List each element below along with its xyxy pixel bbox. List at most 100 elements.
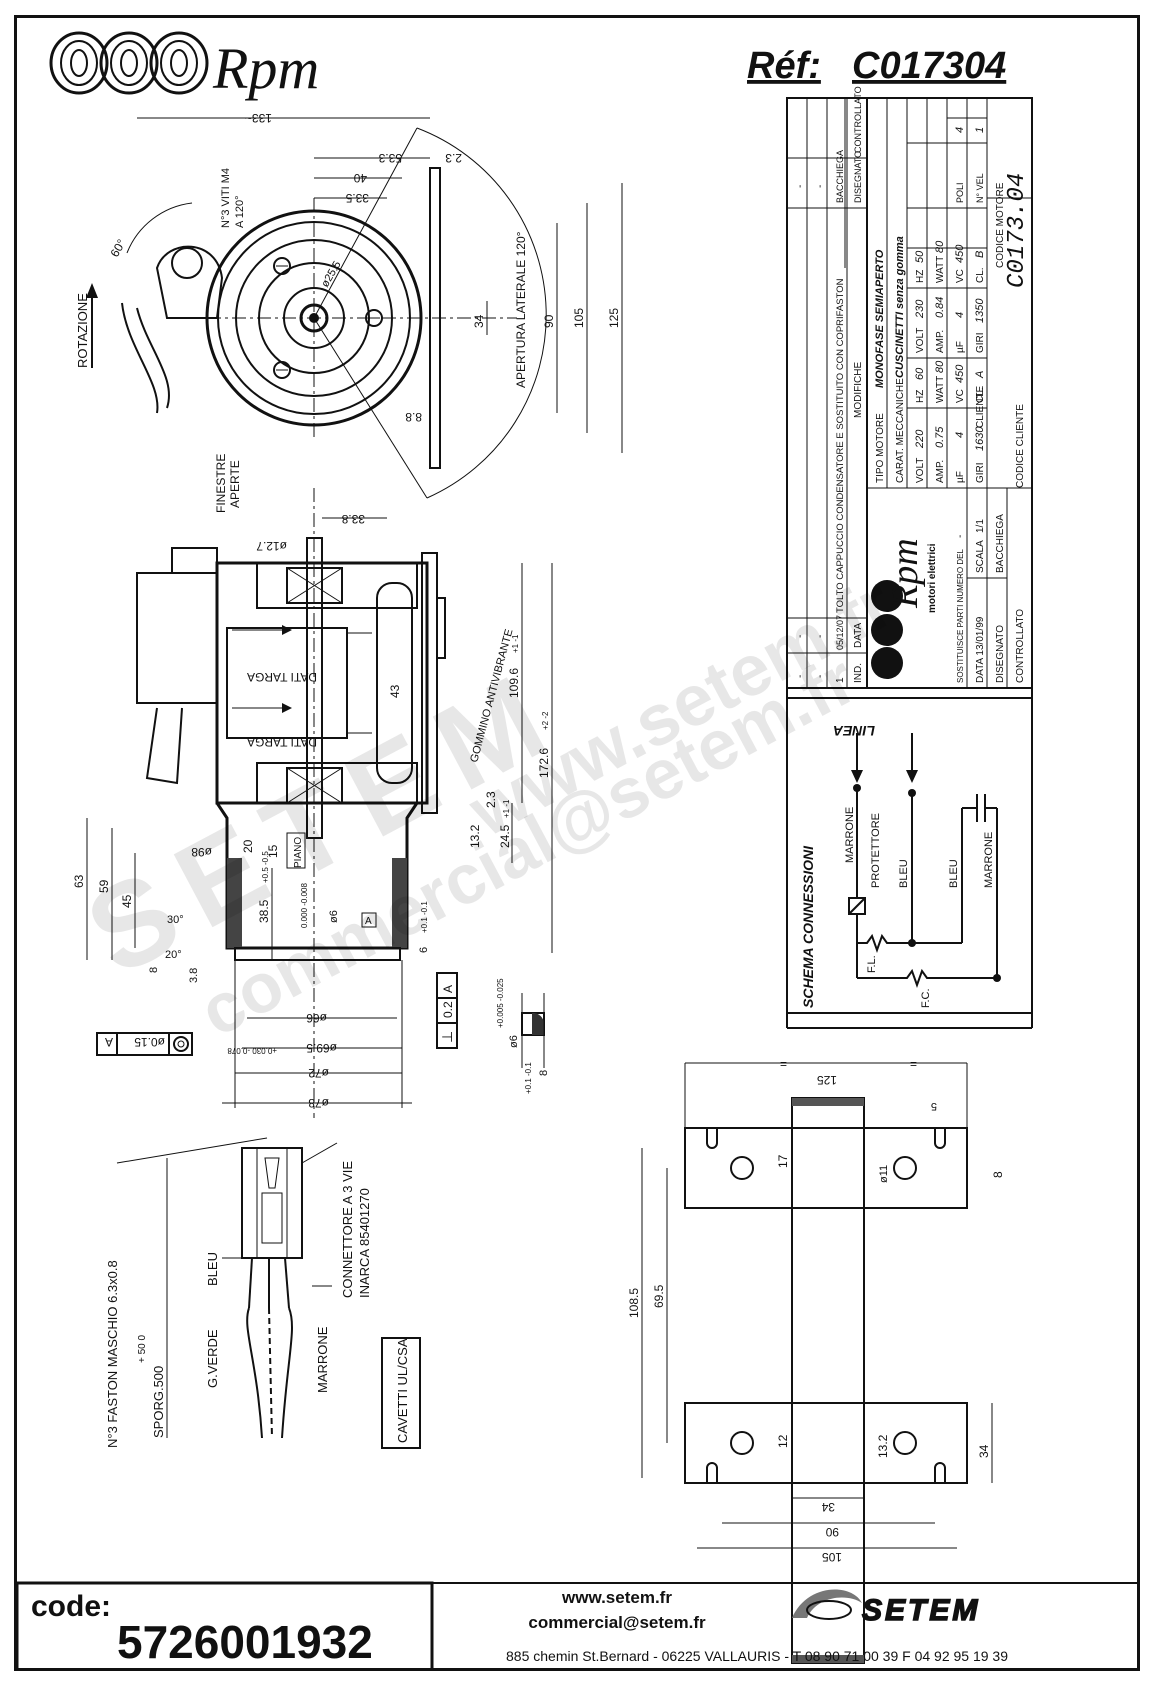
conn-bleu: BLEU <box>205 1252 220 1286</box>
ref-value: C017304 <box>852 45 1006 87</box>
br-eq-1: = <box>780 1057 787 1071</box>
poli-value: 4 <box>954 127 966 133</box>
datum-a-box: A <box>365 916 372 927</box>
schema-linea: LINEA <box>833 723 875 739</box>
dim-20: 20 <box>241 839 255 853</box>
spec-r-giri-k: GIRI <box>975 332 986 353</box>
spec-r-vc-v: 450 <box>954 244 966 263</box>
codice-cliente-label: CODICE CLIENTE <box>1015 404 1026 488</box>
data-label: DATA 13/01/99 <box>975 616 986 683</box>
schema-fl: F.L. <box>866 955 878 973</box>
swoosh-icon <box>792 1589 862 1618</box>
poli-label: POLI <box>955 182 965 203</box>
tipo-motore: MONOFASE SEMIAPERTO <box>874 249 886 388</box>
nvel-label: N° VEL <box>975 173 985 203</box>
shaft-len: 8 <box>538 1070 550 1076</box>
carat-value: CUSCINETTI senza gomma <box>894 236 906 378</box>
conn-gverde: G.VERDE <box>205 1329 220 1388</box>
screw-icon <box>273 257 383 379</box>
connector-housing <box>241 1147 303 1259</box>
schema-bleu: BLEU <box>898 859 910 888</box>
br-dim-90: 90 <box>825 1525 839 1539</box>
connettore-label: CONNETTORE A 3 VIE <box>340 1161 355 1298</box>
spec-r-amp-v: 0.84 <box>934 297 946 318</box>
inarca-label: INARCA 85401270 <box>357 1188 372 1298</box>
dim-8-side: 8 <box>148 967 160 973</box>
spec-r-uf-v: 4 <box>954 312 966 318</box>
dim-12-7: ø12.7 <box>256 539 287 553</box>
dim-33-8: 33.8 <box>341 512 365 526</box>
br-dim-69-5: 69.5 <box>652 1284 666 1308</box>
carat-label: CARAT. MECCANICHE <box>895 378 906 483</box>
setem-logo-text: SETEM <box>862 1594 980 1627</box>
dim-6-shaft: ø6 <box>328 910 340 923</box>
shaft-d: ø6 <box>508 1035 520 1048</box>
controllato-label: CONTROLLATO <box>1015 609 1026 683</box>
mod-row-2-ind: - <box>815 675 826 678</box>
footer-email: commercial@setem.fr <box>528 1613 706 1632</box>
conc-ref: A <box>105 1035 113 1049</box>
col-ind: IND. <box>853 663 864 683</box>
br-dim-125: 125 <box>817 1073 837 1087</box>
schema-protettore: PROTETTORE <box>870 813 882 888</box>
spec-r-uf-k: µF <box>955 341 966 353</box>
drawing-sheet: Rpm Réf: C017304 IND. DATA MODIFICHE DIS… <box>14 15 1140 1673</box>
tipo-motore-label: TIPO MOTORE <box>875 413 886 483</box>
dim-78: ø78 <box>308 1096 329 1110</box>
spec-r-cl-v: B <box>974 251 986 258</box>
dim-90: 90 <box>542 314 556 328</box>
spec-l-cl-v: A <box>974 371 986 379</box>
spec-l-amp-v: 0.75 <box>934 426 946 448</box>
disegnato-value: BACCHIEGA <box>995 514 1006 573</box>
perpendicularity-frame: ⊥ 0.2 A <box>436 972 458 1049</box>
company-sub: motori elettrici <box>927 543 938 613</box>
mod-row-3-data: - <box>795 635 806 638</box>
spec-r-hz-k: HZ <box>915 270 926 283</box>
tol-24-5: +1 -1 <box>502 799 511 818</box>
piano-label: PIANO <box>293 837 304 868</box>
col-modifiche: MODIFICHE <box>853 362 864 418</box>
disegnato-label: DISEGNATO <box>995 625 1006 683</box>
dim-33-5: 33.5 <box>345 191 369 205</box>
mod-row-1-data: 05/12/07 <box>835 615 845 650</box>
concentricity-frame: A ø0.15 <box>96 1032 193 1056</box>
rpm-small-logo: Rpm motori elettrici <box>871 538 938 679</box>
tol-6-shaft: 0.000 -0.008 <box>300 883 309 928</box>
technical-drawing: Rpm Réf: C017304 IND. DATA MODIFICHE DIS… <box>15 31 1137 1673</box>
mod-row-1-disegnato: BACCHIEGA <box>835 150 845 203</box>
dim-13-2-side: 13.2 <box>468 824 482 848</box>
spec-l-amp-k: AMP. <box>935 460 946 483</box>
connector-detail: N°3 FASTON MASCHIO 6.3x0.8 CONNETTORE A … <box>105 1137 421 1449</box>
dim-45: 45 <box>120 894 134 908</box>
rotation-arrow-icon <box>86 283 98 298</box>
aperture-arc <box>416 127 547 499</box>
dim-24-5: 24.5 <box>498 824 512 848</box>
tol-69-5: +0.030 -0.078 <box>227 1046 277 1055</box>
tol-38-5: +0.5 -0.5 <box>261 851 270 883</box>
dim-63: 63 <box>72 874 86 888</box>
spec-l-giri-v: 1630 <box>974 426 986 451</box>
conc-value: ø0.15 <box>134 1035 165 1049</box>
spec-l-watt-v: 80 <box>934 360 946 373</box>
dim-2-3: 2.3 <box>445 151 462 165</box>
dim-20deg: 20° <box>165 949 182 961</box>
cliente-label: CLIENTE <box>975 385 986 428</box>
code-label: code: <box>31 1590 111 1623</box>
br-dim-34b: 34 <box>821 1500 835 1514</box>
mod-row-3-ind: - <box>795 675 806 678</box>
dim-40: 40 <box>353 171 367 185</box>
br-dim-11: ø11 <box>878 1165 890 1183</box>
tol-109-6: +1 -1 <box>511 634 520 653</box>
spec-r-watt-v: 80 <box>934 240 946 253</box>
title-block: IND. DATA MODIFICHE DISEGNATO CONTROLLAT… <box>787 86 1032 689</box>
specs-right: VOLT 230 HZ 50 AMP. 0.84 WATT 80 µF 4 VC… <box>914 240 986 353</box>
dim-109-6: 109.6 <box>507 668 521 698</box>
spec-r-giri-v: 1350 <box>974 298 986 323</box>
dim-125: 125 <box>607 308 621 328</box>
col-disegnato: DISEGNATO <box>853 151 863 203</box>
scala-label: SCALA <box>975 540 986 573</box>
dim-133: 133~ <box>245 111 272 125</box>
wiring-schema: SCHEMA CONNESSIONI LINEA MARRONE PROTETT… <box>800 723 1001 1008</box>
dim-15: 15 <box>266 844 280 858</box>
bracket-plate-top <box>684 1127 968 1209</box>
